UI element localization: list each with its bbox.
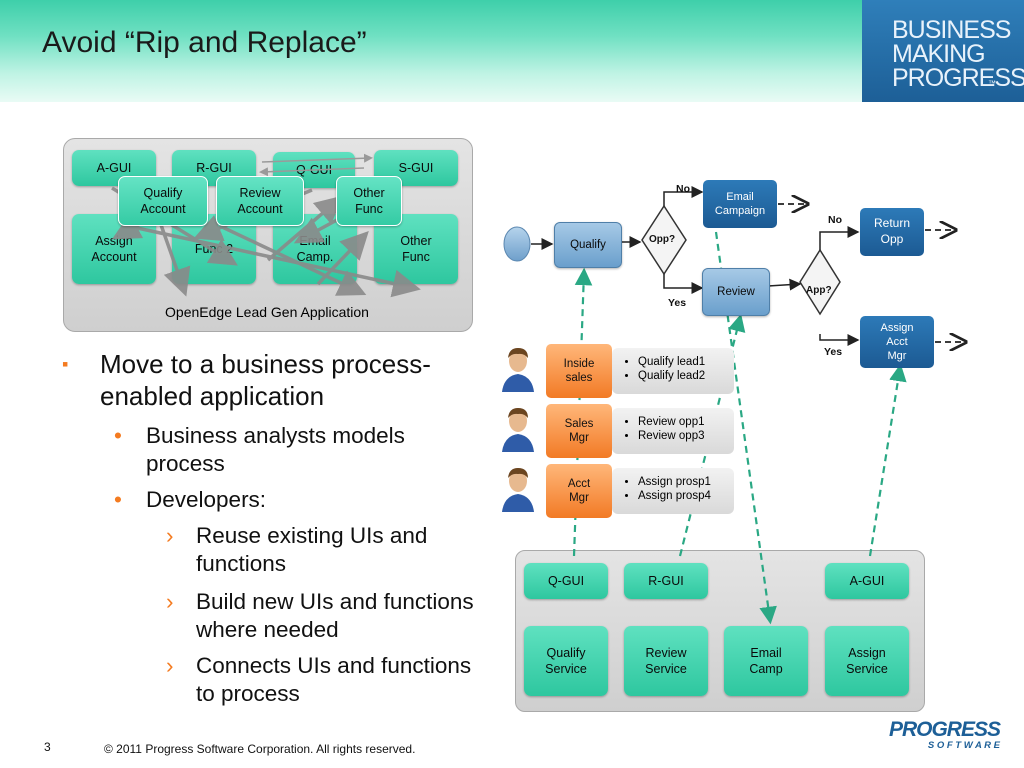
bullet-l3-1: Build new UIs and functions where needed: [196, 589, 474, 642]
brand-word-3: PROGRESS: [892, 64, 1024, 92]
flow-label-yes-1: Yes: [668, 297, 687, 309]
person-icon: [502, 408, 534, 452]
task-item: Qualify lead1: [638, 355, 734, 369]
flow-label-yes-2: Yes: [824, 346, 843, 358]
role-inside-sales: Inside sales: [546, 344, 612, 398]
task-item: Assign prosp4: [638, 489, 734, 503]
role-acct-mgr: Acct Mgr: [546, 464, 612, 518]
role-task-list-inside-sales: Qualify lead1 Qualify lead2: [612, 348, 734, 394]
person-icon: [502, 468, 534, 512]
page-number: 3: [44, 740, 51, 754]
service-gui-r: R-GUI: [624, 563, 708, 599]
slide-title: Avoid “Rip and Replace”: [42, 26, 367, 59]
copyright-text: © 2011 Progress Software Corporation. Al…: [104, 742, 416, 756]
bullet-marker-l1: ▪: [62, 354, 69, 374]
role-task-list-sales-mgr: Review opp1 Review opp3: [612, 408, 734, 454]
service-assign: Assign Service: [825, 626, 909, 696]
service-review: Review Service: [624, 626, 708, 696]
bullet-marker-l3-1: ›: [166, 589, 174, 614]
task-item: Qualify lead2: [638, 369, 734, 383]
process-task-assign-acct-mgr: Assign Acct Mgr: [860, 316, 934, 368]
service-email-camp: Email Camp: [724, 626, 808, 696]
bullet-marker-l3-2: ›: [166, 653, 174, 678]
brand-logo-box: BUSINESS MAKING PROGRESS ™: [862, 0, 1024, 102]
bullet-marker-l2-0: •: [114, 423, 122, 448]
bullet-l1-0: Move to a business process-enabled appli…: [100, 349, 431, 411]
bullet-l3-0: Reuse existing UIs and functions: [196, 523, 428, 576]
bullet-l2-1: Developers:: [146, 487, 267, 512]
decision-opp-label: Opp?: [649, 234, 676, 245]
person-icon: [502, 348, 534, 392]
process-task-qualify: Qualify: [554, 222, 622, 268]
role-sales-mgr: Sales Mgr: [546, 404, 612, 458]
legacy-overlay-qualify-account: Qualify Account: [118, 176, 208, 226]
flow-label-no-2: No: [828, 214, 842, 226]
task-item: Assign prosp1: [638, 475, 734, 489]
header-banner: [0, 0, 862, 102]
service-gui-q: Q-GUI: [524, 563, 608, 599]
brand-word-1: BUSINESS: [892, 16, 1011, 44]
decision-app-label: App?: [806, 285, 832, 296]
trademark-mark: ™: [988, 79, 996, 88]
decision-app-diamond: [799, 248, 841, 316]
role-task-list-acct-mgr: Assign prosp1 Assign prosp4: [612, 468, 734, 514]
task-item: Review opp3: [638, 429, 734, 443]
legacy-app-caption: OpenEdge Lead Gen Application: [165, 304, 369, 320]
process-task-return-opp: Return Opp: [860, 208, 924, 256]
logo-word-progress: PROGRESS: [888, 718, 1001, 741]
legacy-overlay-review-account: Review Account: [216, 176, 304, 226]
task-item: Review opp1: [638, 415, 734, 429]
bullet-marker-l2-1: •: [114, 487, 122, 512]
process-task-review: Review: [702, 268, 770, 316]
bullet-l2-0: Business analysts models process: [146, 423, 405, 476]
bullet-marker-l3-0: ›: [166, 523, 174, 548]
progress-software-logo: PROGRESS S O F T W A R E: [880, 718, 1001, 751]
service-gui-a: A-GUI: [825, 563, 909, 599]
logo-word-software: S O F T W A R E: [927, 740, 1000, 751]
legacy-overlay-other-func: Other Func: [336, 176, 402, 226]
flow-label-no-1: No: [676, 183, 690, 195]
process-task-email-campaign: Email Campaign: [703, 180, 777, 228]
brand-word-2: MAKING: [892, 40, 986, 68]
bullet-l3-2: Connects UIs and functions to process: [196, 653, 472, 706]
service-qualify: Qualify Service: [524, 626, 608, 696]
process-start-event: [503, 226, 531, 262]
